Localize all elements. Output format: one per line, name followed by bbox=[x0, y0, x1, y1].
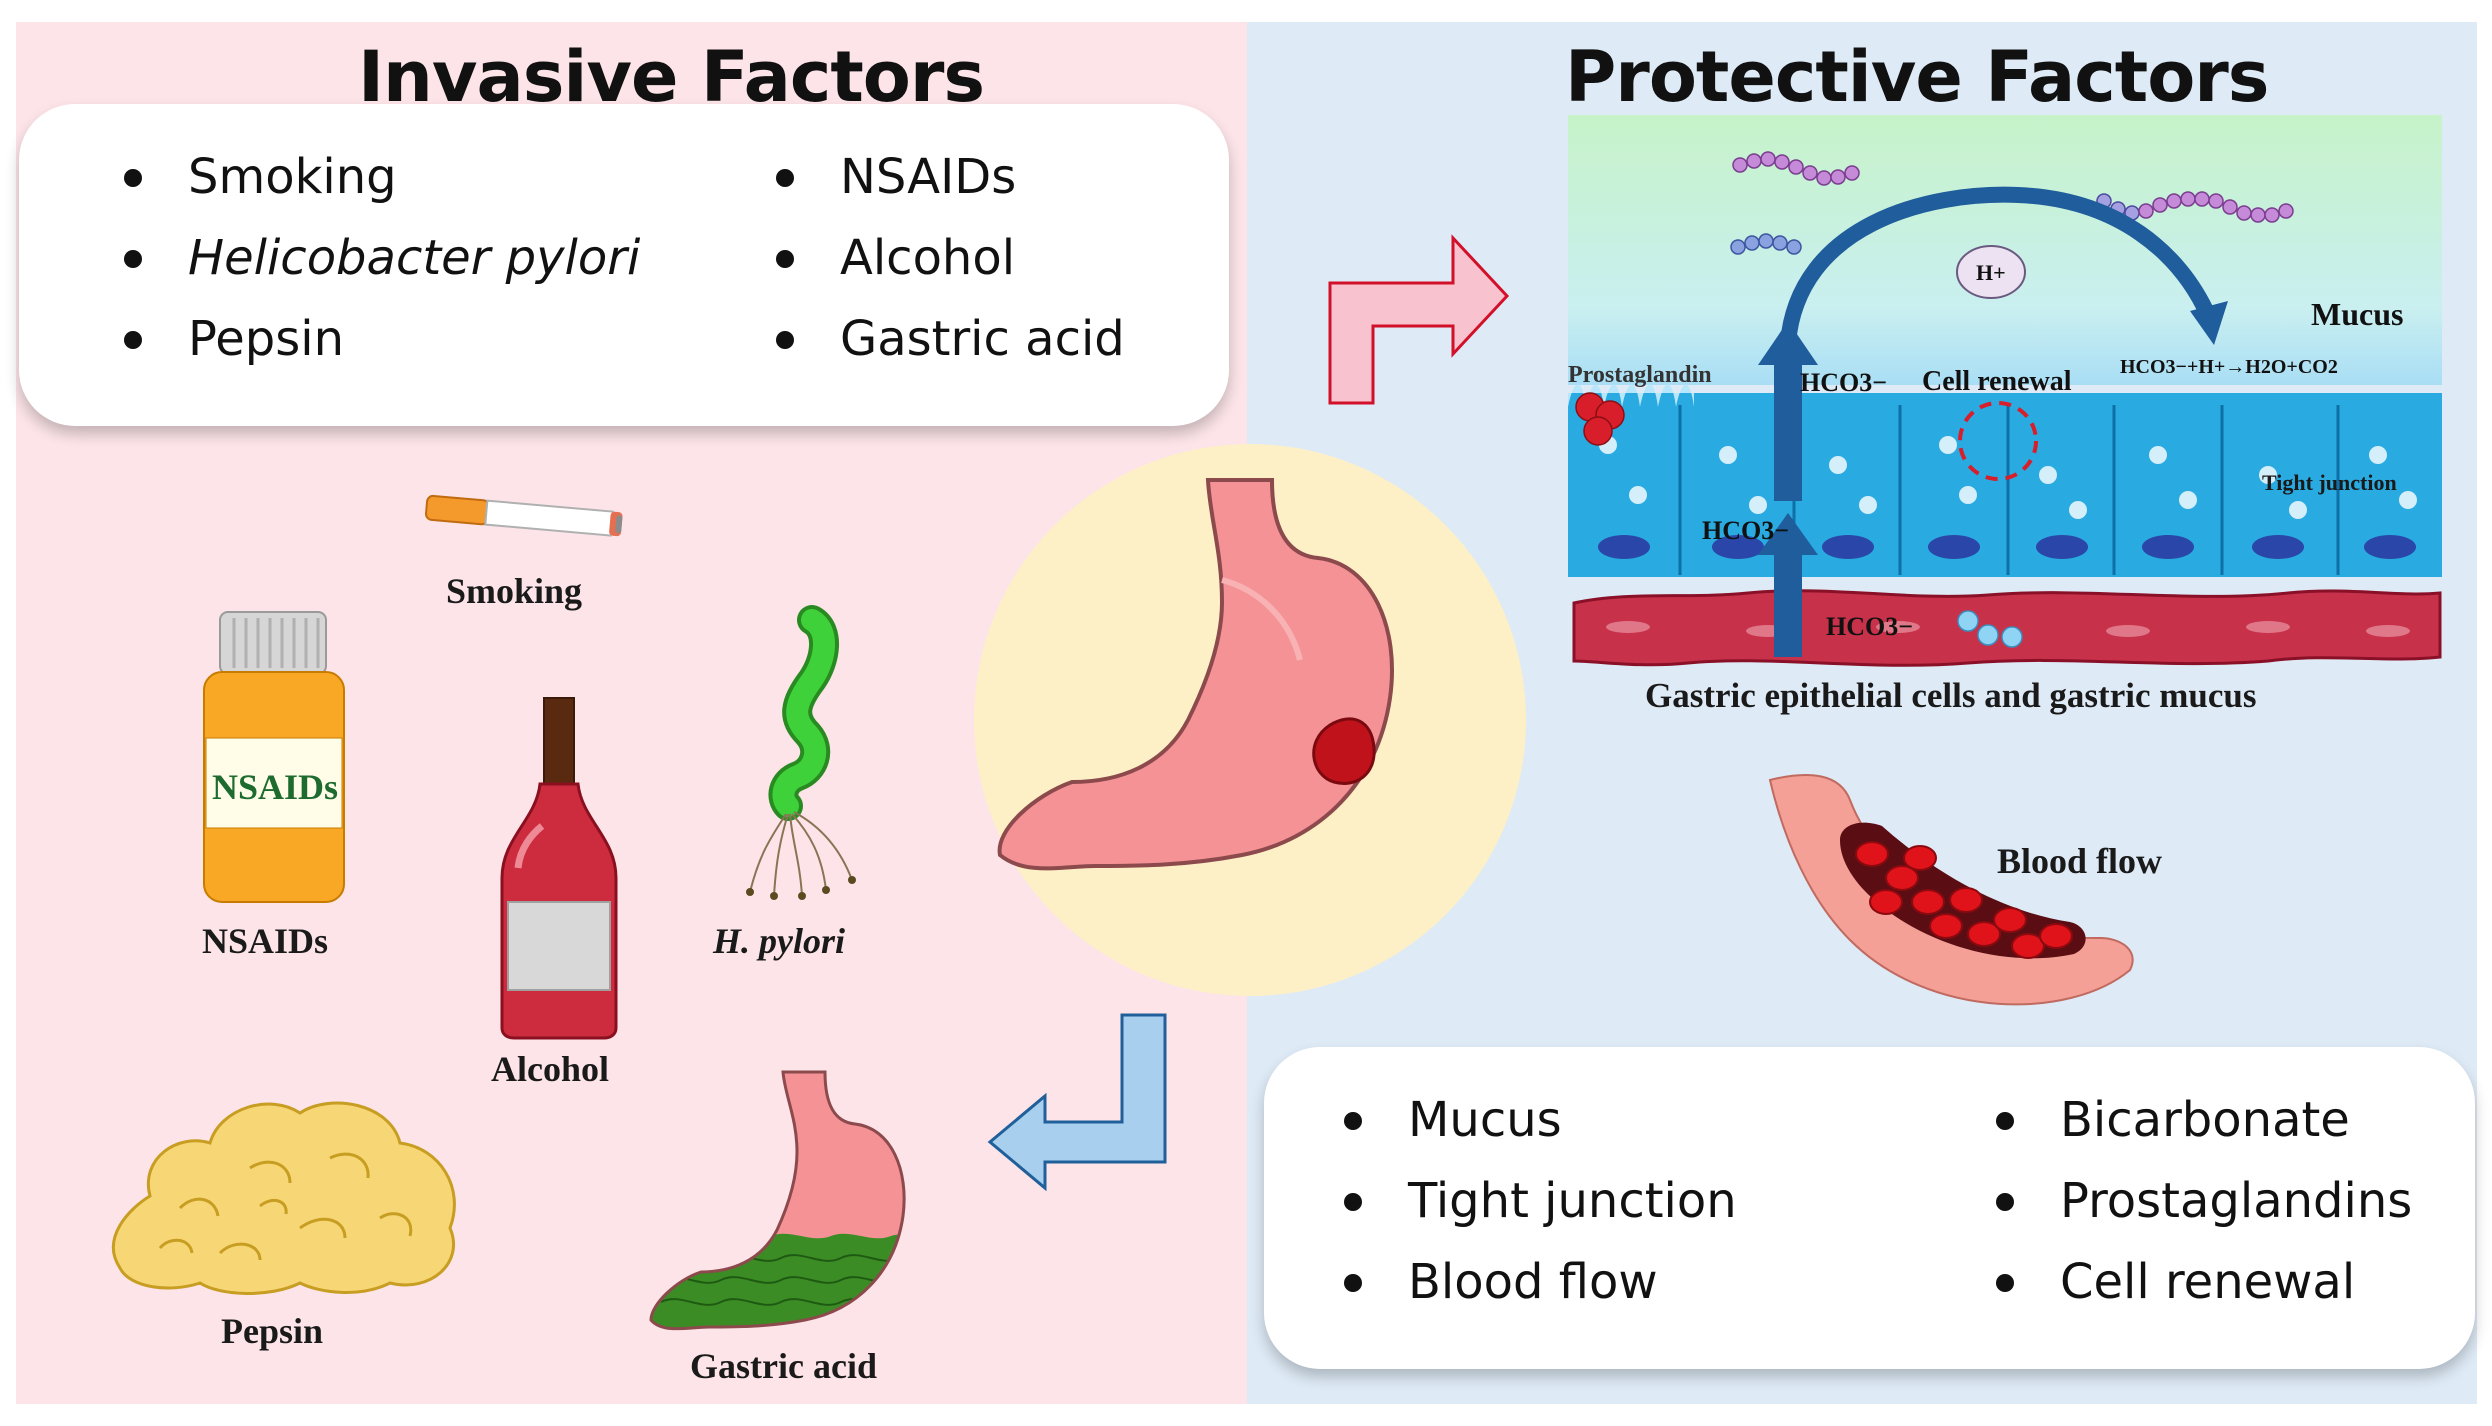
nsaids-bottle-icon bbox=[203, 611, 345, 903]
hco3-label-mid: HCO3− bbox=[1702, 516, 1790, 545]
pepsin-icon bbox=[112, 1101, 456, 1295]
hco3-arrowhead-lower bbox=[1758, 513, 1818, 555]
blood-vessel-icon bbox=[1768, 773, 2134, 1006]
protective-list-col2: Bicarbonate Prostaglandins Cell renewal bbox=[1988, 1080, 2412, 1323]
hco3-arrow-lower bbox=[1774, 545, 1802, 657]
hco3-label-low: HCO3− bbox=[1826, 612, 1914, 641]
exchange-curved-arrow bbox=[1780, 186, 2216, 344]
stomach-highlight bbox=[1221, 577, 1303, 661]
nsaids-bottle-text: NSAIDs bbox=[212, 767, 339, 807]
wine-bottle-icon bbox=[500, 697, 618, 1040]
invasive-list-col2: NSAIDs Alcohol Gastric acid bbox=[768, 137, 1125, 380]
protective-item-bicarbonate: Bicarbonate bbox=[1988, 1080, 2412, 1161]
protective-list-col1: Mucus Tight junction Blood flow bbox=[1336, 1080, 1737, 1323]
protective-factors-title: Protective Factors bbox=[1565, 36, 2269, 118]
protective-item-prostaglandins: Prostaglandins bbox=[1988, 1161, 2412, 1242]
protective-factors-card: Mucus Tight junction Blood flow Bicarbon… bbox=[1264, 1047, 2475, 1369]
blood-flow-label: Blood flow bbox=[1997, 841, 2163, 881]
diagram-caption: Gastric epithelial cells and gastric muc… bbox=[1645, 676, 2257, 715]
hco3-label-top: HCO3− bbox=[1800, 368, 1888, 397]
ulcer-icon bbox=[1312, 717, 1376, 785]
invasive-item-smoking: Smoking bbox=[116, 137, 640, 218]
central-stomach-icon bbox=[997, 478, 1394, 871]
curved-arrowhead bbox=[2190, 301, 2228, 345]
protective-item-tight-junction: Tight junction bbox=[1336, 1161, 1737, 1242]
cigarette-icon bbox=[425, 494, 623, 537]
central-stomach-illustration bbox=[974, 444, 1526, 996]
cell-renewal-label: Cell renewal bbox=[1922, 366, 2072, 397]
protective-item-blood-flow: Blood flow bbox=[1336, 1242, 1737, 1323]
invasive-item-gastric-acid: Gastric acid bbox=[768, 299, 1125, 380]
h-ion-bubble bbox=[1956, 245, 2026, 299]
protective-item-cell-renewal: Cell renewal bbox=[1988, 1242, 2412, 1323]
gastric-mucosa-diagram bbox=[1568, 115, 2442, 667]
invasive-item-nsaids: NSAIDs bbox=[768, 137, 1125, 218]
tight-junction-label: Tight junction bbox=[2262, 470, 2397, 495]
pepsin-label: Pepsin bbox=[221, 1311, 324, 1351]
h-ion-label: H+ bbox=[1976, 260, 2006, 285]
invasive-item-alcohol: Alcohol bbox=[768, 218, 1125, 299]
gastric-acid-stomach-icon bbox=[649, 1070, 906, 1331]
arrow-to-protective bbox=[1328, 234, 1510, 405]
h-pylori-label: H. pylori bbox=[713, 921, 845, 961]
gastric-acid-label: Gastric acid bbox=[690, 1346, 877, 1386]
prostaglandin-spheres bbox=[1575, 392, 1625, 446]
hco3-arrowhead-upper bbox=[1758, 321, 1818, 365]
protective-item-mucus: Mucus bbox=[1336, 1080, 1737, 1161]
epithelial-cells bbox=[1598, 405, 2417, 575]
mucus-label: Mucus bbox=[2311, 296, 2404, 332]
invasive-factors-card: Smoking Helicobacter pylori Pepsin NSAID… bbox=[19, 104, 1229, 426]
smoking-label: Smoking bbox=[446, 571, 583, 611]
reaction-label: HCO3−+H+→H2O+CO2 bbox=[2120, 356, 2338, 378]
invasive-list-col1: Smoking Helicobacter pylori Pepsin bbox=[116, 137, 640, 380]
invasive-item-helicobacter: Helicobacter pylori bbox=[116, 218, 640, 299]
arrow-to-invasive bbox=[987, 1013, 1167, 1192]
alcohol-label: Alcohol bbox=[491, 1049, 610, 1089]
h-pylori-icon bbox=[746, 605, 856, 900]
prostaglandin-label: Prostaglandin bbox=[1568, 362, 1712, 388]
hco3-arrow-upper bbox=[1774, 355, 1802, 501]
cell-renewal-marker bbox=[1958, 401, 2038, 481]
mucin-chains bbox=[1730, 151, 2294, 255]
nsaids-label: NSAIDs bbox=[202, 921, 329, 961]
invasive-item-pepsin: Pepsin bbox=[116, 299, 640, 380]
